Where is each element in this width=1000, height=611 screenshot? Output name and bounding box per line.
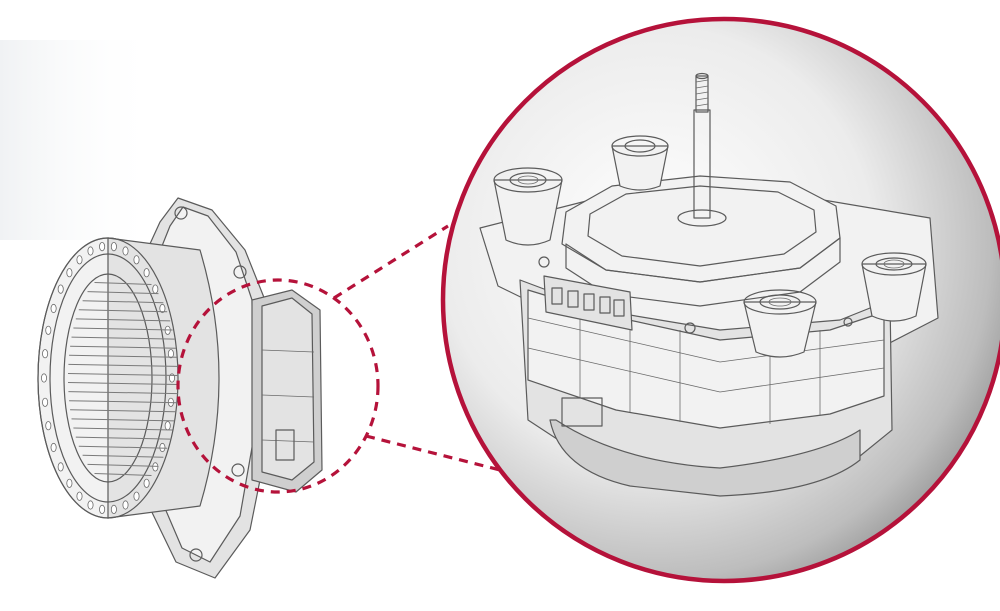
wheel-blade [75, 436, 171, 440]
wheel-blades [67, 282, 179, 476]
wheel-blade [69, 354, 177, 358]
screw [843, 317, 853, 327]
blower-wheel [37, 237, 220, 519]
rim-slot [57, 462, 64, 472]
mounting-boss-rear [611, 135, 669, 191]
motor-stub [251, 289, 323, 493]
wheel-blade [70, 409, 176, 413]
wheel-blade [71, 336, 175, 340]
wheel-blade [67, 373, 179, 376]
wheel-blade [87, 463, 159, 467]
rim-slot [50, 303, 57, 314]
mounting-boss-right [861, 252, 927, 322]
rim-slot [42, 397, 49, 407]
callout-leader-bottom [365, 434, 501, 472]
rim-slot [99, 242, 106, 252]
motor-shaft [677, 72, 727, 227]
wheel-blade [70, 345, 176, 349]
wheel-blade [82, 300, 164, 304]
bubble-border [440, 16, 1000, 584]
wheel-blade [69, 400, 177, 404]
wheel-blade [78, 309, 168, 313]
wheel-blade [71, 418, 175, 422]
mounting-boss-front [743, 289, 817, 358]
connector-block [543, 275, 633, 331]
wheel-blade [94, 282, 152, 285]
rim-slot [122, 246, 129, 256]
screw [684, 322, 696, 334]
rim-slot [110, 504, 117, 514]
background-shade [0, 40, 160, 240]
rim-slot [42, 349, 49, 359]
callout [176, 224, 501, 494]
rim-slot [76, 255, 83, 265]
rim-slot [152, 284, 159, 294]
mounting-boss-left [493, 167, 563, 246]
rim-slot [159, 303, 166, 314]
rim-slot [41, 373, 48, 383]
wheel-blade [67, 382, 179, 385]
wheel-blade [68, 391, 178, 395]
wheel-blade [73, 327, 173, 331]
wheel-blade [94, 473, 152, 476]
rim-slot [76, 491, 83, 501]
magnified-bubble [440, 16, 1000, 584]
rim-slot [133, 255, 140, 265]
rim-slot [45, 421, 52, 431]
rim-slot [167, 349, 174, 359]
screw [538, 256, 550, 268]
rim-slot [87, 246, 94, 256]
wheel-blade [73, 427, 173, 431]
callout-dashed-circle [176, 278, 380, 494]
wheel-blade [87, 291, 159, 295]
rim-slot [45, 325, 52, 335]
blower-assembly [37, 197, 323, 579]
rim-slot [159, 442, 166, 453]
rim-slot [66, 478, 73, 488]
rim-slot [143, 268, 150, 278]
rim-slot [66, 268, 73, 278]
rim-slot [50, 442, 57, 453]
rim-slot [164, 421, 171, 431]
rim-slot [133, 491, 140, 501]
rim-slot [99, 504, 106, 514]
rim-slot [110, 242, 117, 252]
rim-slot [143, 478, 150, 488]
wheel-blade [78, 445, 168, 449]
rim-slot [57, 284, 64, 294]
rim-slots [41, 242, 175, 514]
rim-slot [87, 500, 94, 510]
magnified-motor [479, 72, 939, 497]
rim-slot [152, 462, 159, 472]
wheel-blade [68, 363, 178, 367]
rim-slot [122, 500, 129, 510]
callout-leader-top [333, 224, 449, 300]
wheel-blade [82, 454, 164, 458]
wheel-blade [75, 318, 171, 322]
